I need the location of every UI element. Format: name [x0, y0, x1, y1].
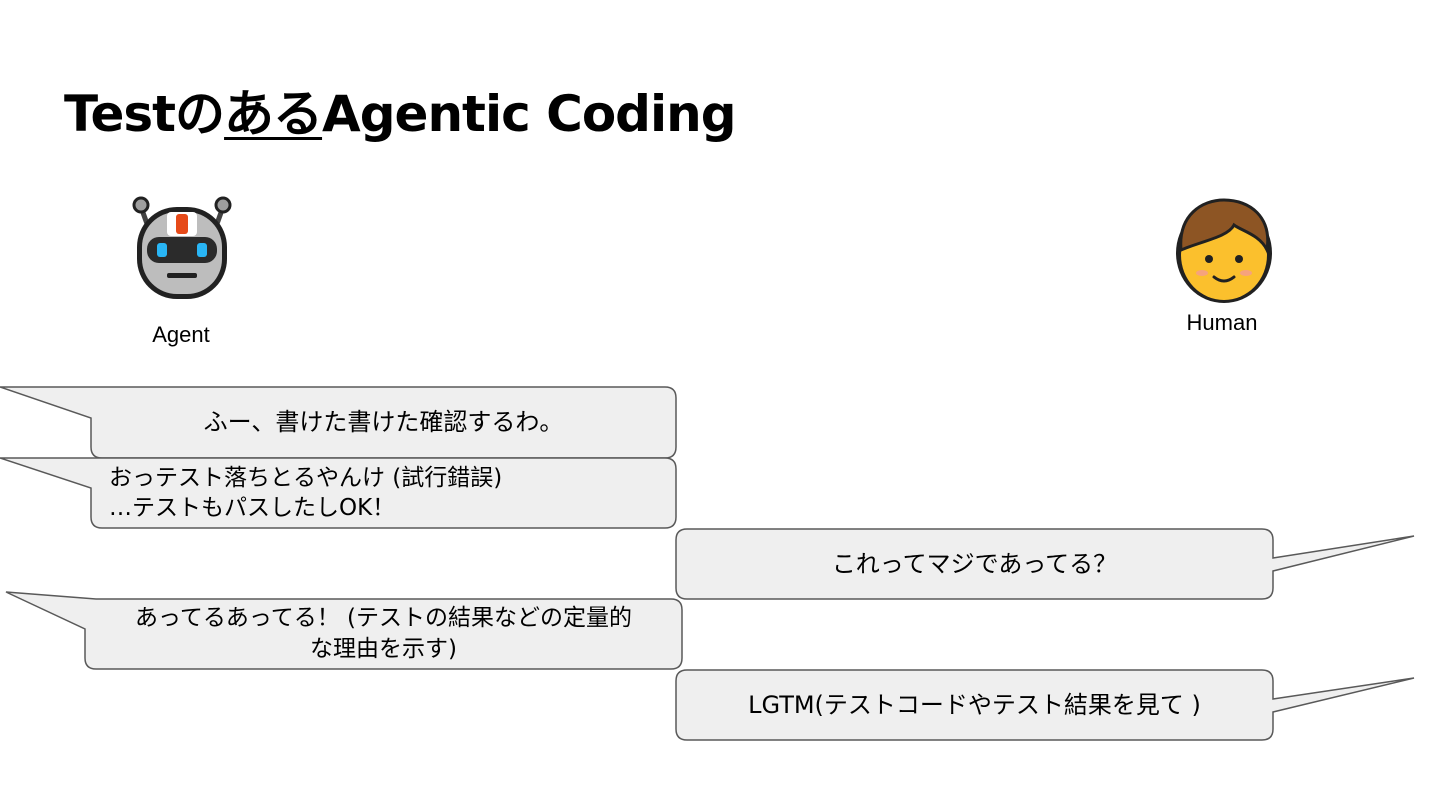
- slide-title: TestのあるAgentic Coding: [64, 82, 737, 146]
- title-underlined-word: ある: [224, 85, 323, 143]
- bubble-2-line-2: …テストもパスしたしOK！: [109, 495, 396, 521]
- bubble-1-shape: [0, 386, 677, 459]
- bubble-3-shape: [675, 528, 1415, 600]
- bubble-5-shape: [675, 669, 1415, 741]
- bubble-4-line-1: あってるあってる！ (テストの結果などの定量的: [135, 605, 632, 631]
- bubble-3-text: これってマジであってる？: [676, 529, 1273, 599]
- title-part-1: Testの: [64, 85, 225, 143]
- bubble-5-text: LGTM(テストコードやテスト結果を見て ): [676, 670, 1273, 740]
- agent-label: Agent: [152, 322, 210, 347]
- boy-face-icon: [1176, 198, 1272, 303]
- bubble-1-line-1: ふー、書けた書けた確認するわ。: [203, 408, 564, 436]
- bubble-1-text: ふー、書けた書けた確認するわ。: [91, 387, 676, 458]
- bubble-4-text: あってるあってる！ (テストの結果などの定量的 な理由を示す): [85, 599, 682, 669]
- bubble-4-shape: [5, 591, 683, 670]
- bubble-5-line-1: LGTM(テストコードやテスト結果を見て ): [748, 690, 1201, 719]
- bubble-3-line-1: これってマジであってる？: [831, 549, 1118, 578]
- bubble-2-text: おっテスト落ちとるやんけ (試行錯誤) …テストもパスしたしOK！: [95, 458, 675, 528]
- bubble-2-line-1: おっテスト落ちとるやんけ (試行錯誤): [109, 465, 503, 491]
- human-label: Human: [1186, 310, 1258, 335]
- robot-icon: [132, 196, 232, 299]
- bubble-2-shape: [0, 457, 677, 529]
- bubble-4-line-2: な理由を示す): [310, 636, 457, 662]
- title-part-3: Agentic Coding: [322, 85, 736, 143]
